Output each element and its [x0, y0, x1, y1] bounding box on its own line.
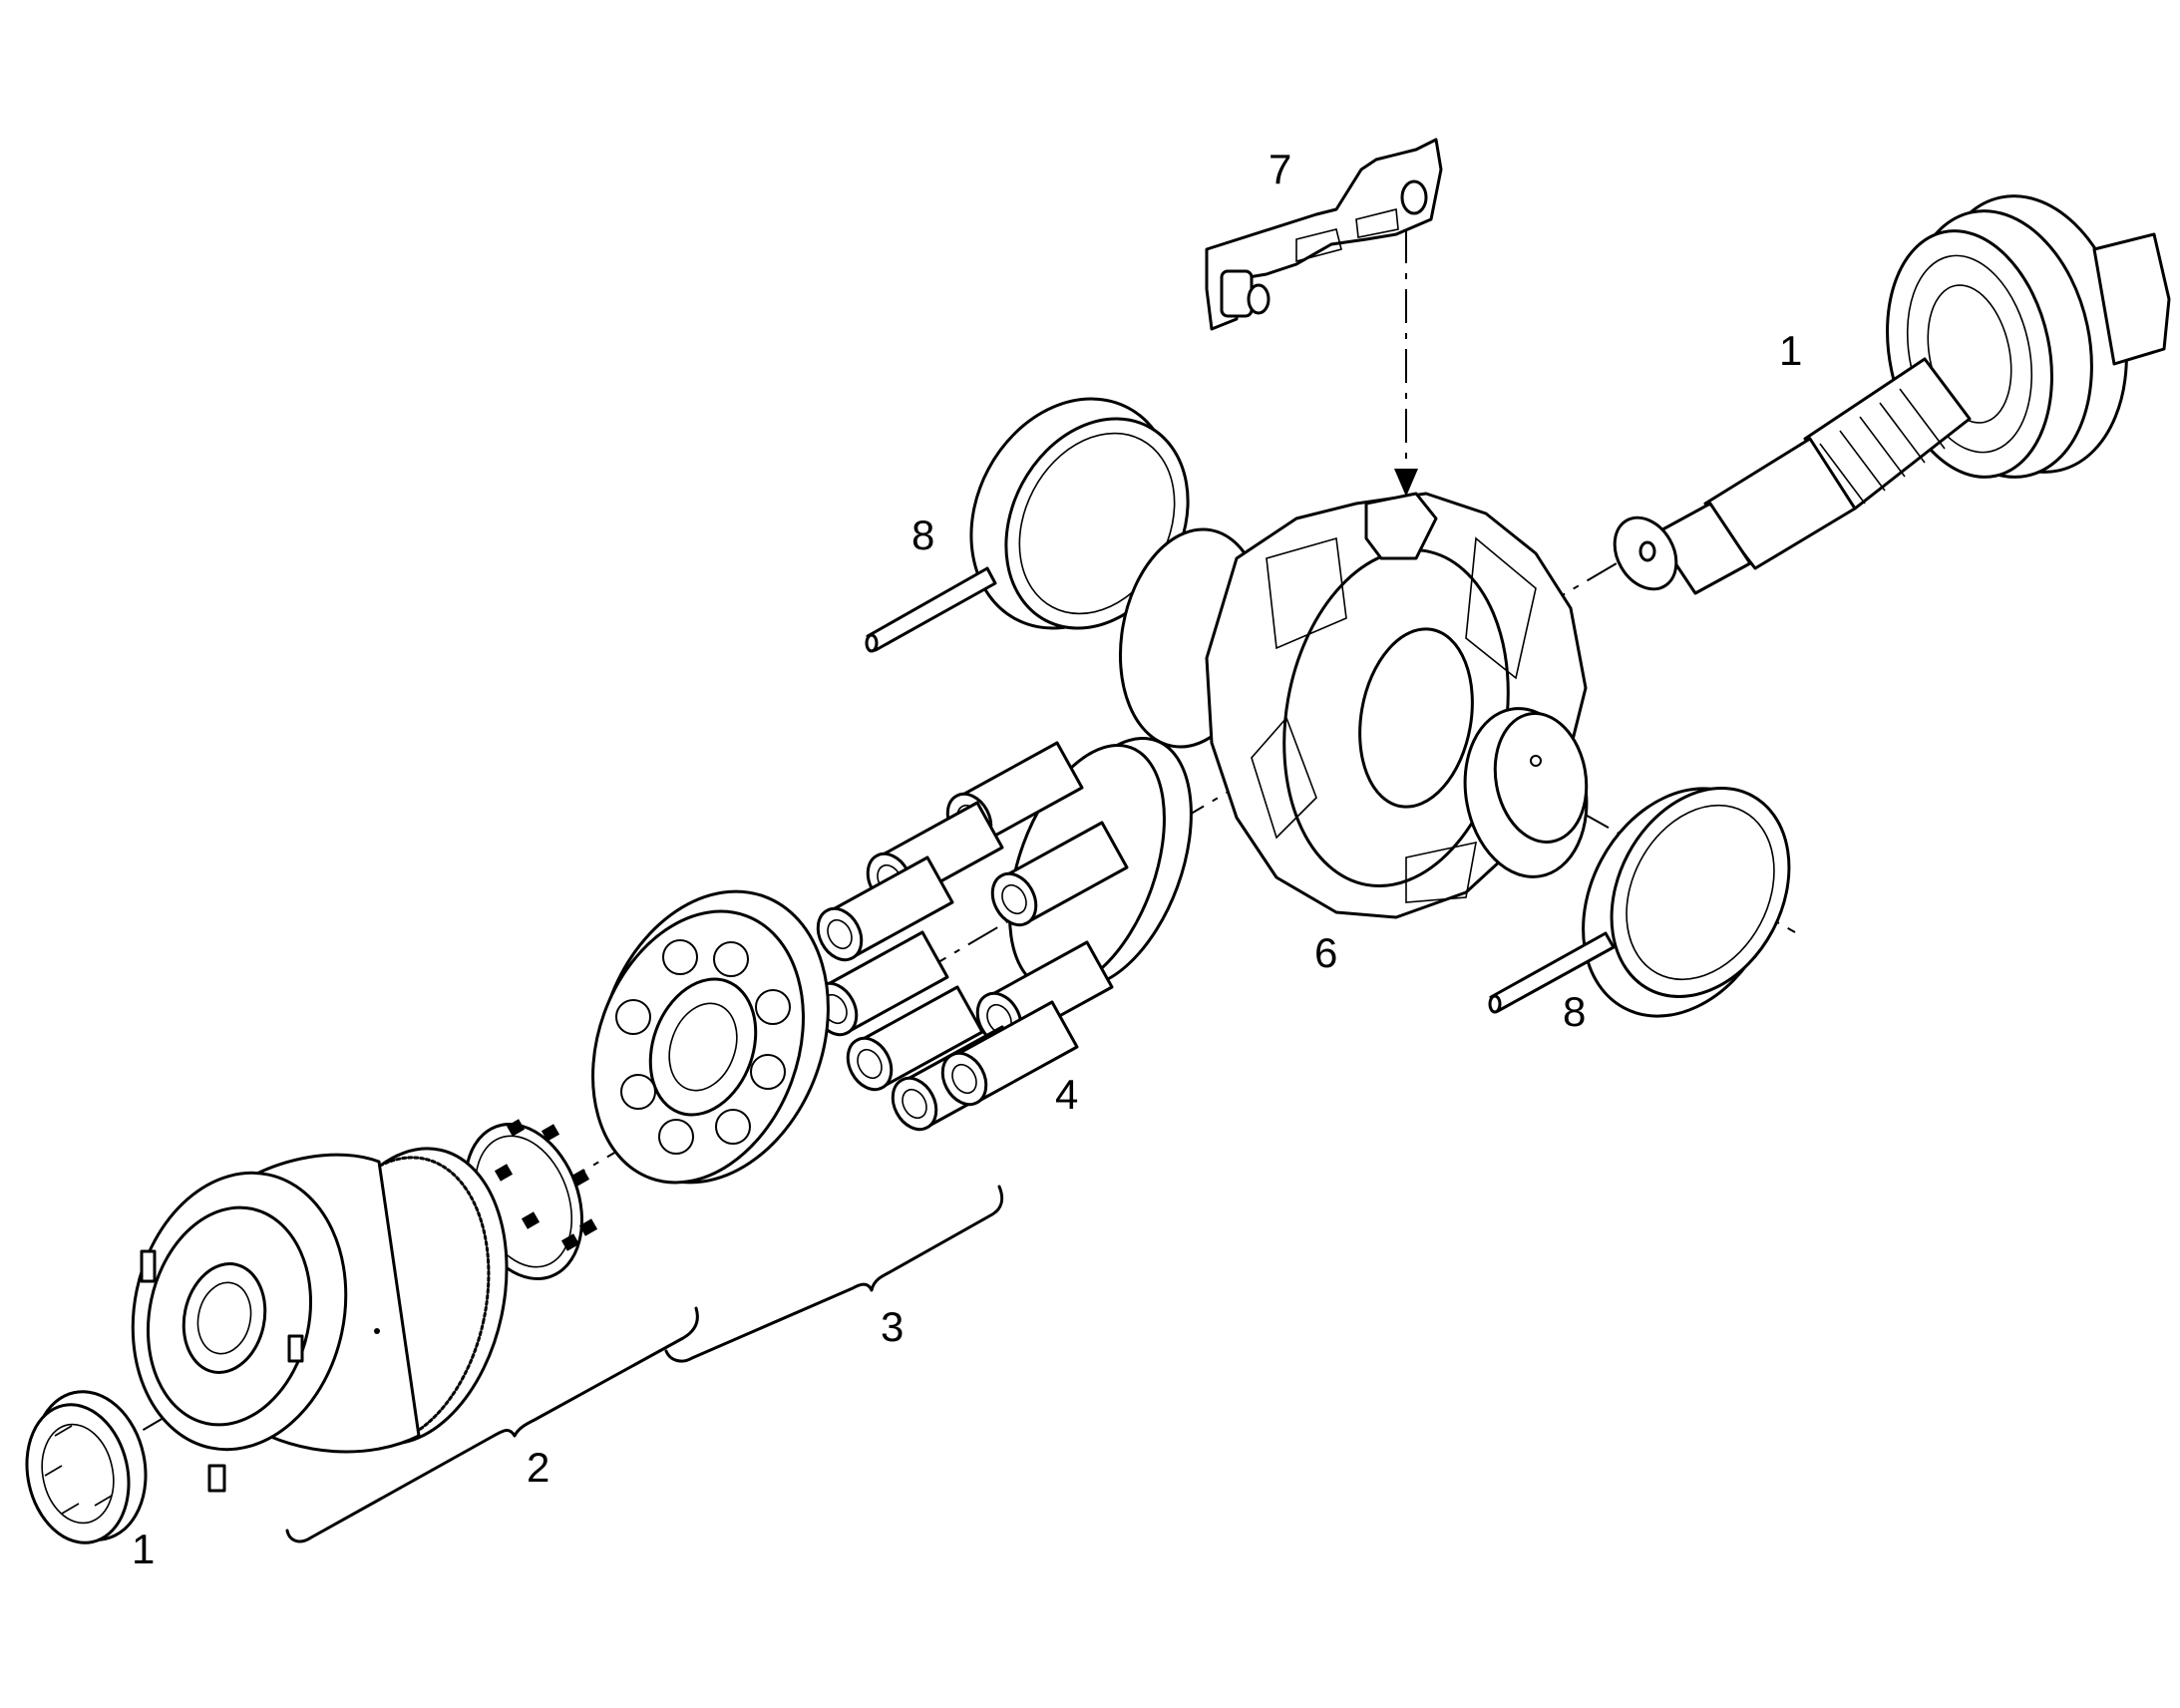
callout-piston-set: 4 — [1055, 1071, 1078, 1118]
callout-port-plate-assembly: 2 — [527, 1444, 549, 1491]
drive-shaft — [1613, 194, 2171, 595]
retainer-plate — [591, 889, 830, 1185]
port-plate-assembly — [131, 1147, 509, 1493]
callout-shaft: 1 — [1779, 327, 1802, 374]
callout-cylinder-parts: 3 — [881, 1303, 904, 1350]
callout-lower-bearing-pin: 8 — [1563, 988, 1586, 1035]
callout-control-link: 7 — [1269, 146, 1291, 192]
swash-plate — [1118, 492, 1589, 919]
lower-bearing-ring — [1582, 787, 1791, 1018]
callout-upper-bearing-pin: 8 — [911, 512, 934, 558]
group-2-bracket — [285, 1306, 699, 1543]
callout-swash-plate: 6 — [1314, 929, 1337, 976]
upper-pin — [865, 566, 997, 653]
control-link — [1205, 138, 1443, 331]
callout-bearing: 1 — [132, 1526, 155, 1572]
lower-pin — [1488, 931, 1616, 1014]
link-arrow-head — [1394, 469, 1418, 497]
group-3-bracket — [664, 1185, 1004, 1363]
piston-set — [811, 741, 1129, 1132]
roller-bearing — [25, 1390, 148, 1544]
spring-pins — [494, 1119, 598, 1251]
